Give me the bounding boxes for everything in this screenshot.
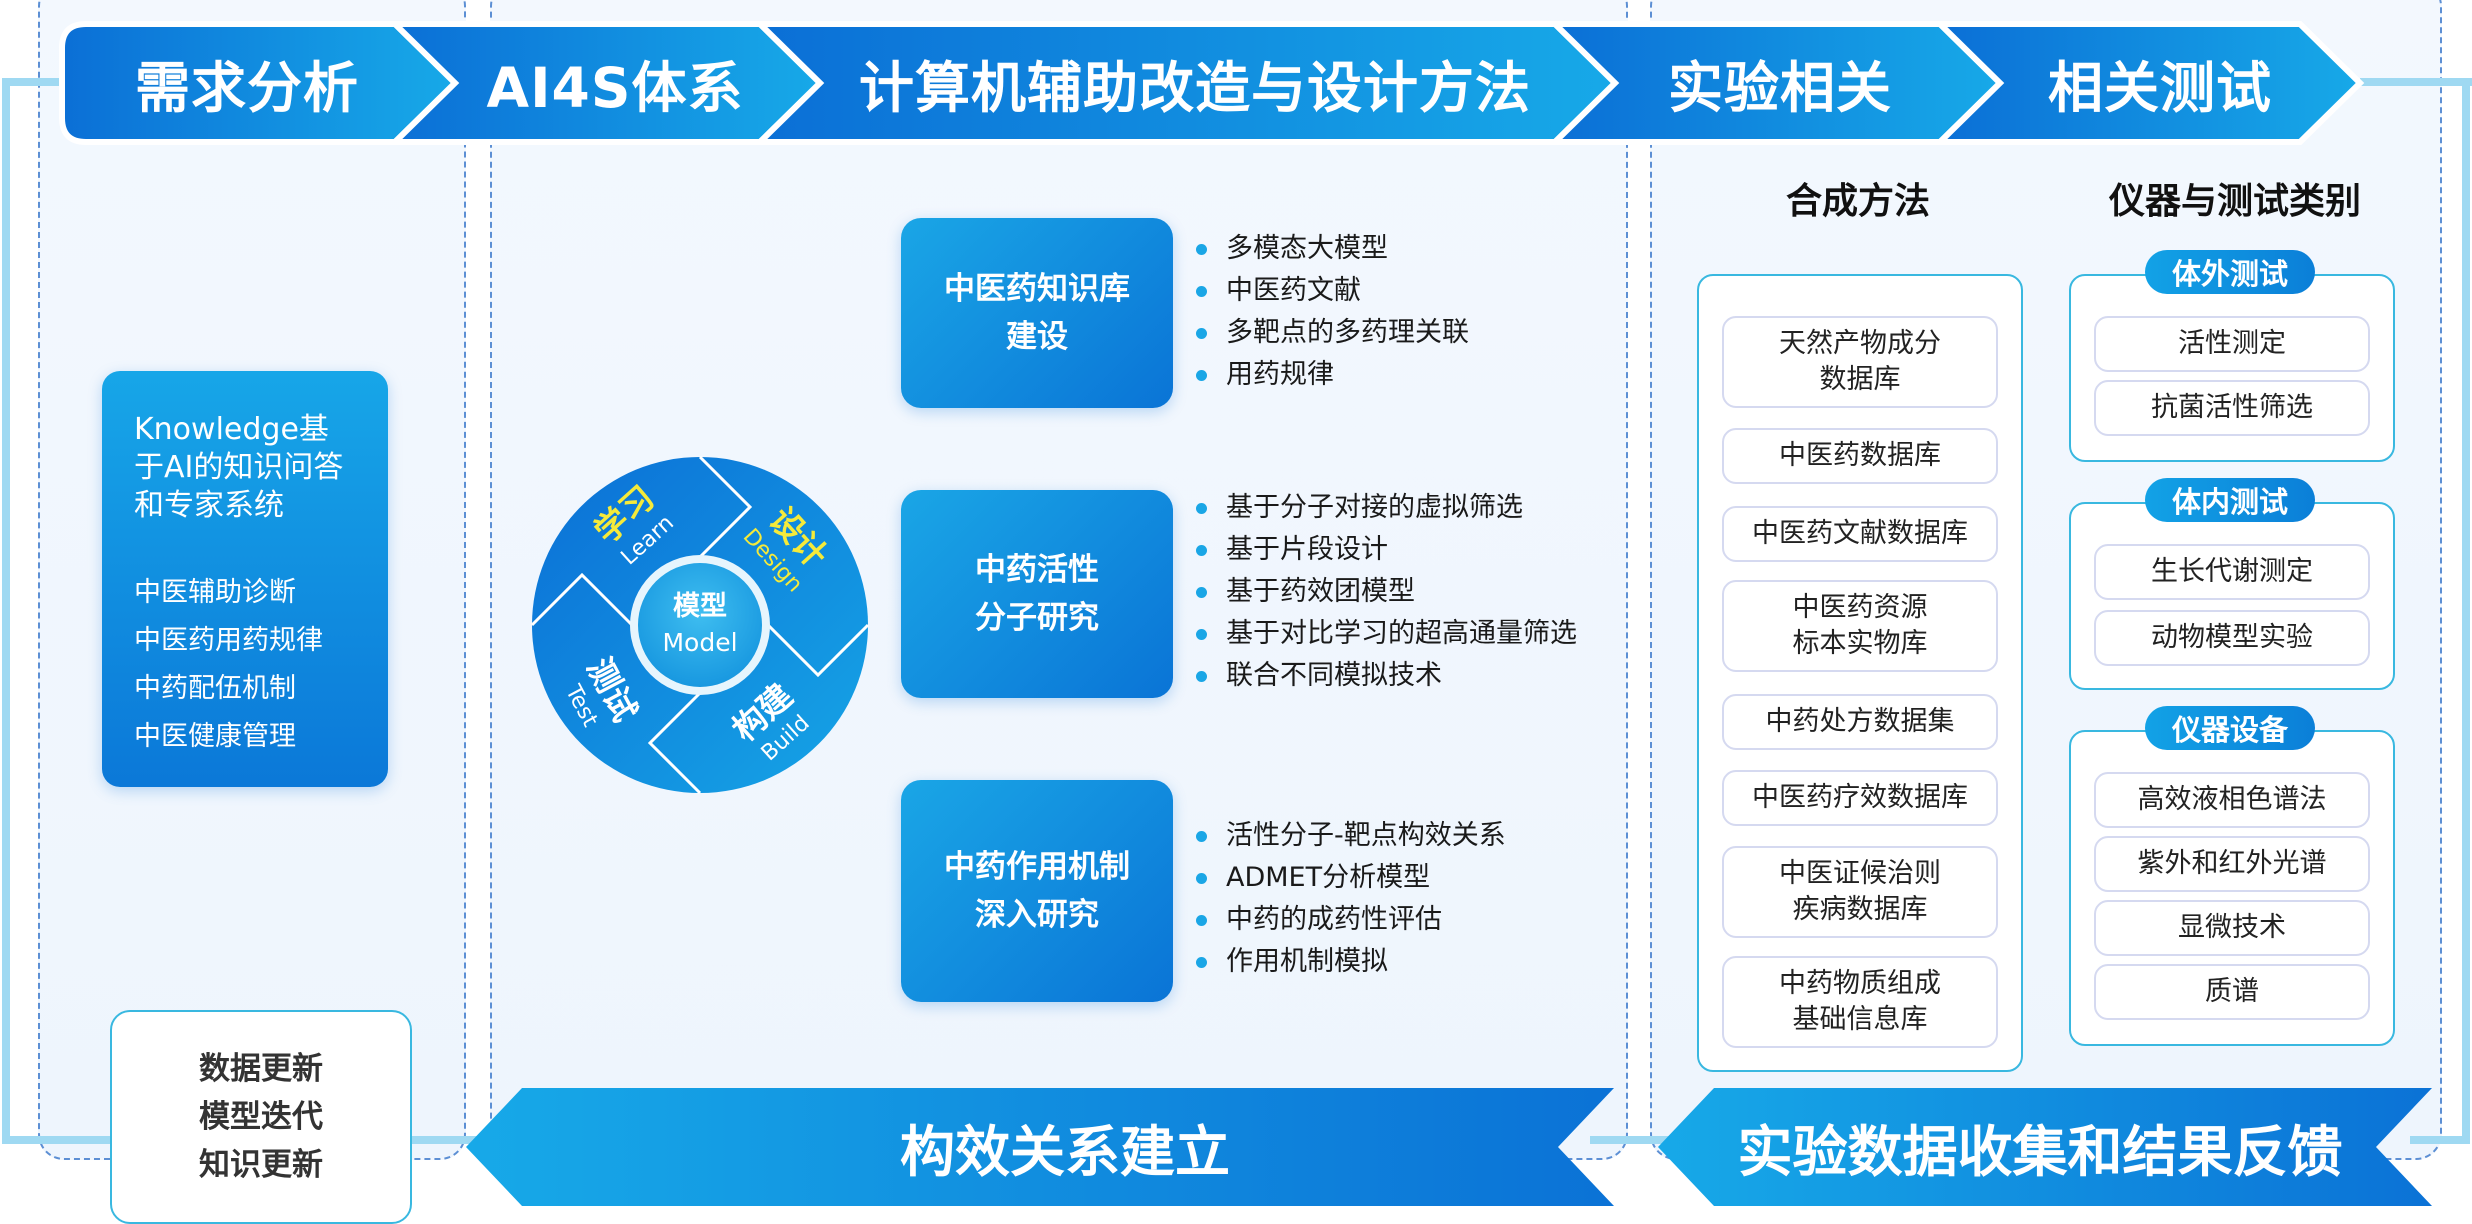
feedback-line: 数据更新 [199,1051,323,1087]
cycle-center-cn: 模型 [673,591,727,622]
bullet-item: 作用机制模拟 [1196,941,1506,983]
band-structure-activity: 构效关系建立 [899,1120,1230,1184]
stage-label-ai4s: AI4S体系 [486,56,744,120]
knowledge-item: 中医药用药规律 [134,625,323,656]
bullet-item: 基于药效团模型 [1196,571,1577,613]
flow-line-middle-bottom [1590,1136,1690,1144]
synthesis-item: 中药处方数据集 [1722,694,1998,750]
stage-arrows-svg [59,21,2365,145]
stage-label-requirements: 需求分析 [134,56,359,120]
synthesis-item: 中医药数据库 [1722,428,1998,484]
flow-line-right-top [2360,78,2472,86]
test-item: 动物模型实验 [2094,610,2370,666]
bullet-item: 基于对比学习的超高通量筛选 [1196,613,1577,655]
stage-arrow-1 [59,21,460,145]
bullet-item: 中医药文献 [1196,270,1469,312]
flow-line-right-vertical [2462,78,2470,1144]
research-card-knowledge-base: 中医药知识库建设 [901,218,1173,408]
knowledge-title: Knowledge基 于AI的知识问答 和专家系统 [134,412,344,523]
knowledge-items: 中医辅助诊断 中医药用药规律 中药配伍机制 中医健康管理 [134,569,323,761]
test-item: 高效液相色谱法 [2094,772,2370,828]
cycle-divider-bottom [647,691,702,795]
bullet-item: 多模态大模型 [1196,228,1469,270]
knowledge-item: 中医健康管理 [134,721,296,752]
pill-in-vivo: 体内测试 [2145,478,2315,522]
bullet-item: 基于分子对接的虚拟筛选 [1196,487,1577,529]
stage-label-testing: 相关测试 [2047,56,2272,120]
synthesis-item: 中医药文献数据库 [1722,506,1998,562]
synthesis-item: 中医药资源标本实物库 [1722,580,1998,672]
feedback-box: 数据更新 模型迭代 知识更新 [110,1010,412,1224]
test-item: 质谱 [2094,964,2370,1020]
bullet-item: 活性分子-靶点构效关系 [1196,815,1506,857]
stage-arrow-5 [1932,21,2365,145]
test-item: 生长代谢测定 [2094,544,2370,600]
bullet-item: 基于片段设计 [1196,529,1577,571]
band-experiment-feedback: 实验数据收集和结果反馈 [1737,1120,2343,1184]
cycle-divider-right [766,623,870,678]
bullet-item: 多靶点的多药理关联 [1196,312,1469,354]
cycle-center-en: Model [662,628,737,657]
cycle-center [638,563,762,687]
stage-label-experiment: 实验相关 [1667,56,1892,120]
test-item: 紫外和红外光谱 [2094,836,2370,892]
flow-line-left-bottom [2,1136,112,1144]
research-card-active-molecules: 中药活性分子研究 [901,490,1173,698]
flow-line-right-bottom [2410,1136,2470,1144]
test-item: 活性测定 [2094,316,2370,372]
knowledge-item: 中药配伍机制 [134,673,296,704]
cycle-divider-top [698,455,753,559]
pill-equipment: 仪器设备 [2145,706,2315,750]
feedback-line: 知识更新 [199,1147,323,1183]
bullets-knowledge-base: 多模态大模型 中医药文献 多靶点的多药理关联 用药规律 [1196,228,1469,396]
feedback-line: 模型迭代 [199,1099,323,1135]
test-item: 抗菌活性筛选 [2094,380,2370,436]
synthesis-item: 中药物质组成基础信息库 [1722,956,1998,1048]
bullet-item: 联合不同模拟技术 [1196,655,1577,697]
cycle-divider-left [530,572,634,627]
knowledge-item: 中医辅助诊断 [134,577,296,608]
knowledge-card: Knowledge基 于AI的知识问答 和专家系统 中医辅助诊断 中医药用药规律… [102,371,388,787]
bullets-mechanism: 活性分子-靶点构效关系 ADMET分析模型 中药的成药性评估 作用机制模拟 [1196,815,1506,983]
bullet-item: ADMET分析模型 [1196,857,1506,899]
bottom-band-left-shape [466,1088,1614,1206]
flow-line-left-vertical [2,78,10,1144]
test-item: 显微技术 [2094,900,2370,956]
synthesis-item: 中医药疗效数据库 [1722,770,1998,826]
dbtl-cycle: 模型 Model 学习 Learn 设计 Design 测试 Test 构建 B… [530,455,870,795]
synthesis-item: 中医证候治则疾病数据库 [1722,846,1998,938]
instruments-title: 仪器与测试类别 [2108,181,2361,222]
bullets-active-molecules: 基于分子对接的虚拟筛选 基于片段设计 基于药效团模型 基于对比学习的超高通量筛选… [1196,487,1577,697]
flow-line-left-top [2,78,62,86]
bullet-item: 中药的成药性评估 [1196,899,1506,941]
pill-in-vitro: 体外测试 [2145,250,2315,294]
bottom-band-right-shape [1658,1088,2432,1206]
stage-label-design-methods: 计算机辅助改造与设计方法 [858,56,1531,120]
bullet-item: 用药规律 [1196,354,1469,396]
synthesis-item: 天然产物成分数据库 [1722,316,1998,408]
research-card-mechanism: 中药作用机制深入研究 [901,780,1173,1002]
bottom-bands-svg [466,1088,2432,1206]
synthesis-title: 合成方法 [1785,181,1930,222]
